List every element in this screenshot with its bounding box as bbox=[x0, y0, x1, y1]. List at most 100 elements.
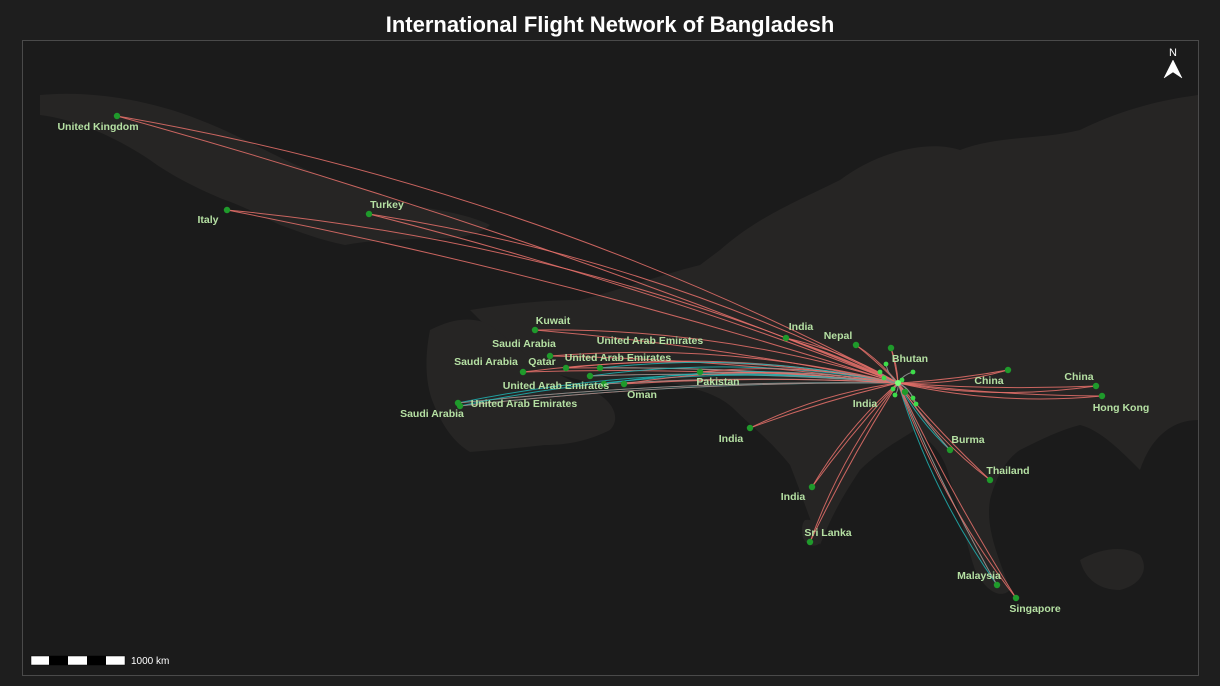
airport-marker[interactable] bbox=[223, 206, 231, 214]
hub-airport-marker[interactable] bbox=[895, 380, 901, 386]
flight-route bbox=[897, 382, 998, 586]
flight-route bbox=[699, 368, 899, 384]
airport-marker[interactable] bbox=[696, 368, 704, 376]
scale-label: 1000 km bbox=[131, 656, 169, 667]
flight-route bbox=[785, 337, 899, 384]
flight-route bbox=[897, 382, 1097, 389]
airport-marker[interactable] bbox=[993, 581, 1001, 589]
airport-marker[interactable] bbox=[365, 210, 373, 218]
map-title: International Flight Network of Banglade… bbox=[385, 12, 835, 37]
north-arrow-icon bbox=[1163, 59, 1183, 79]
landmass-srilanka bbox=[801, 519, 822, 546]
domestic-airport-marker[interactable] bbox=[910, 369, 916, 375]
flight-route bbox=[534, 329, 899, 384]
destination-label: Italy bbox=[197, 214, 218, 226]
destination-label: United Kingdom bbox=[57, 121, 138, 133]
flight-route bbox=[785, 337, 899, 384]
flight-route bbox=[368, 213, 899, 384]
destination-label: United Arab Emirates bbox=[503, 380, 610, 392]
destination-label: United Arab Emirates bbox=[597, 335, 704, 347]
destination-label: Qatar bbox=[528, 356, 555, 368]
flight-route bbox=[897, 382, 1017, 599]
airport-marker[interactable] bbox=[806, 538, 814, 546]
flight-route bbox=[809, 382, 899, 543]
domestic-airport-marker[interactable] bbox=[892, 392, 898, 398]
airport-marker[interactable] bbox=[986, 476, 994, 484]
flight-route bbox=[897, 382, 998, 586]
flight-route bbox=[589, 366, 899, 384]
flight-route bbox=[811, 382, 899, 488]
north-label: N bbox=[1169, 47, 1177, 59]
flight-route bbox=[116, 115, 899, 384]
airport-marker[interactable] bbox=[531, 326, 539, 334]
destination-label: Kuwait bbox=[536, 315, 571, 327]
flight-route bbox=[811, 382, 899, 488]
destination-label: Hong Kong bbox=[1093, 402, 1150, 414]
airport-marker[interactable] bbox=[1004, 366, 1012, 374]
flight-route bbox=[534, 329, 899, 384]
flight-route bbox=[897, 382, 991, 481]
routes-layer bbox=[116, 115, 1103, 599]
north-arrow: N bbox=[1163, 47, 1183, 79]
domestic-airport-marker[interactable] bbox=[881, 375, 887, 381]
flight-route bbox=[809, 382, 899, 543]
flight-route bbox=[459, 382, 899, 407]
flight-route bbox=[897, 369, 1009, 384]
flight-route bbox=[549, 351, 899, 384]
airport-marker[interactable] bbox=[746, 424, 754, 432]
flight-route bbox=[897, 369, 1009, 384]
domestic-airport-marker[interactable] bbox=[910, 395, 916, 401]
destination-label: Singapore bbox=[1009, 603, 1061, 615]
destination-label: Nepal bbox=[824, 330, 853, 342]
destination-label: Burma bbox=[951, 434, 984, 446]
domestic-airport-marker[interactable] bbox=[899, 377, 905, 383]
airport-marker[interactable] bbox=[1012, 594, 1020, 602]
airport-marker[interactable] bbox=[808, 483, 816, 491]
landmass-layer bbox=[40, 93, 1198, 594]
destination-label: United Arab Emirates bbox=[471, 398, 578, 410]
destination-label: United Arab Emirates bbox=[565, 352, 672, 364]
destination-label: Sri Lanka bbox=[804, 527, 851, 539]
destination-label: India bbox=[719, 433, 744, 445]
airport-marker[interactable] bbox=[946, 446, 954, 454]
airport-marker[interactable] bbox=[519, 368, 527, 376]
airport-marker[interactable] bbox=[887, 344, 895, 352]
destination-label: Saudi Arabia bbox=[400, 408, 464, 420]
airport-marker[interactable] bbox=[456, 402, 464, 410]
airport-marker[interactable] bbox=[600, 380, 608, 388]
destination-label: Pakistan bbox=[696, 376, 739, 388]
airport-marker[interactable] bbox=[1092, 382, 1100, 390]
airport-marker[interactable] bbox=[596, 364, 604, 372]
airports-layer bbox=[113, 112, 1106, 602]
landmass-asia bbox=[470, 95, 1198, 594]
destination-label: Saudi Arabia bbox=[492, 338, 556, 350]
destination-label: India bbox=[781, 491, 806, 503]
flight-route bbox=[368, 213, 899, 384]
domestic-airport-marker[interactable] bbox=[883, 361, 889, 367]
flight-route bbox=[897, 382, 1103, 400]
airport-marker[interactable] bbox=[620, 380, 628, 388]
domestic-airport-marker[interactable] bbox=[913, 401, 919, 407]
destination-label: Saudi Arabia bbox=[454, 356, 518, 368]
destination-label: China bbox=[1064, 371, 1093, 383]
destination-label: India bbox=[789, 321, 814, 333]
flight-route bbox=[226, 209, 899, 384]
airport-marker[interactable] bbox=[852, 341, 860, 349]
scale-bar: 1000 km bbox=[30, 655, 169, 667]
domestic-airport-marker[interactable] bbox=[890, 386, 896, 392]
airport-marker[interactable] bbox=[113, 112, 121, 120]
airport-marker[interactable] bbox=[901, 388, 909, 396]
airport-marker[interactable] bbox=[782, 334, 790, 342]
destination-label: Thailand bbox=[986, 465, 1029, 477]
flight-route bbox=[749, 382, 899, 429]
airport-marker[interactable] bbox=[562, 364, 570, 372]
destination-label: Bhutan bbox=[892, 353, 928, 365]
airport-marker[interactable] bbox=[546, 352, 554, 360]
domestic-airport-marker[interactable] bbox=[877, 369, 883, 375]
airport-marker[interactable] bbox=[1098, 392, 1106, 400]
flight-route bbox=[699, 371, 899, 384]
landmass-arabia bbox=[426, 319, 616, 452]
destination-label: Turkey bbox=[370, 199, 404, 211]
airport-marker[interactable] bbox=[586, 372, 594, 380]
